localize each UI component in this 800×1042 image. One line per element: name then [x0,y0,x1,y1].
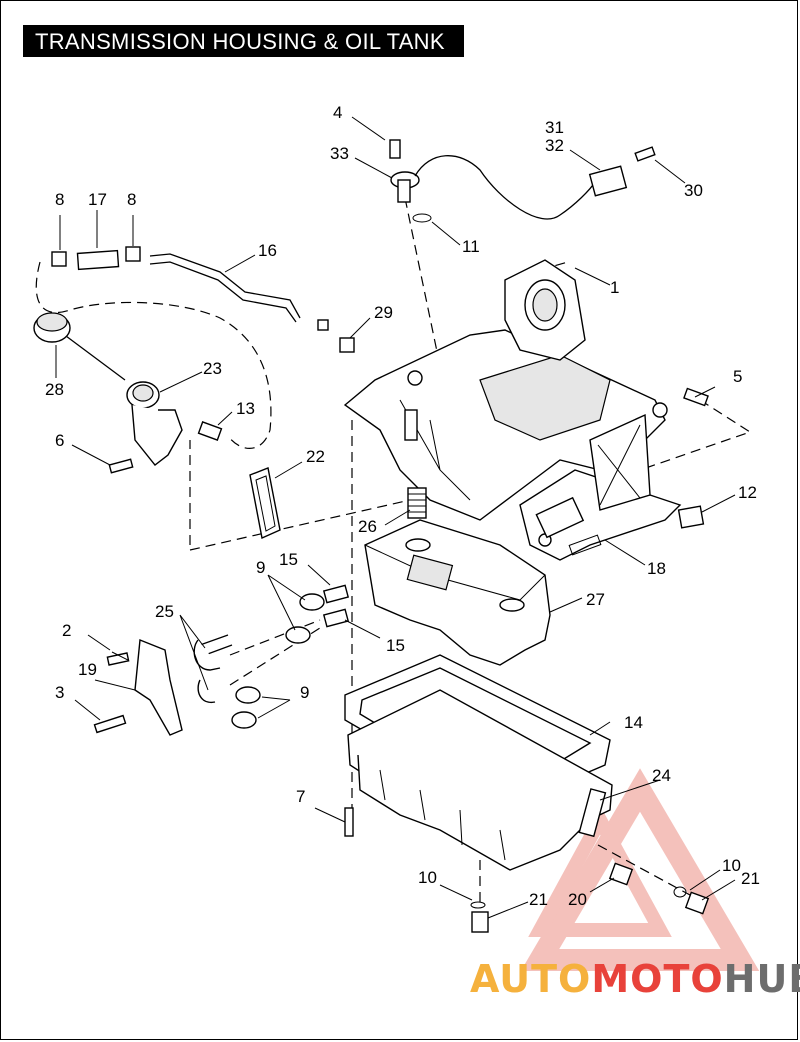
callout-labels: 1 2 3 4 5 6 7 8 8 9 9 10 10 11 12 13 14 … [45,103,760,909]
callout-22: 22 [306,447,325,466]
fastener-parts [93,387,710,933]
watermark-moto: MOTO [591,957,723,1001]
callout-32: 32 [545,136,564,155]
gasket-part [249,467,281,539]
sensor-assembly [389,139,656,223]
callout-6: 6 [55,431,64,450]
transmission-housing [343,259,682,561]
svg-text:AUTOMOTOHUB: AUTOMOTOHUB [470,957,800,1001]
callout-10a: 10 [418,868,437,887]
callout-2: 2 [62,621,71,640]
callout-7: 7 [296,787,305,806]
callout-28: 28 [45,380,64,399]
callout-21a: 21 [529,890,548,909]
callout-8a: 8 [55,190,64,209]
watermark-hub: HUB [724,957,800,1001]
callout-23: 23 [203,359,222,378]
callout-13: 13 [236,399,255,418]
callout-8b: 8 [127,190,136,209]
callout-21b: 21 [741,869,760,888]
callout-9b: 9 [300,683,309,702]
oil-cap-dipstick [33,312,126,381]
callout-12: 12 [738,483,757,502]
callout-18: 18 [647,559,666,578]
filler-neck [126,381,183,466]
oil-tank-top [364,519,551,666]
oil-pan [347,689,613,871]
callout-3: 3 [55,683,64,702]
callout-14: 14 [624,713,643,732]
leader-lines [55,116,736,919]
callout-17: 17 [88,190,107,209]
oil-hose-assembly [51,246,355,353]
watermark-text: AUTOMOTOHUB [470,957,800,1001]
watermark-auto: AUTO [470,957,591,1001]
callout-20: 20 [568,890,587,909]
callout-31: 31 [545,118,564,137]
callout-25: 25 [155,602,174,621]
callout-10b: 10 [722,856,741,875]
callout-15a: 15 [279,550,298,569]
callout-5: 5 [733,367,742,386]
callout-15b: 15 [386,636,405,655]
title-bar: TRANSMISSION HOUSING & OIL TANK [23,25,464,57]
callout-24: 24 [652,766,671,785]
callout-16: 16 [258,241,277,260]
diagram-title: TRANSMISSION HOUSING & OIL TANK [35,29,445,54]
hose-bracket-parts [134,634,233,736]
callout-4: 4 [333,103,342,122]
callout-29: 29 [374,303,393,322]
callout-9a: 9 [256,558,265,577]
callout-26: 26 [358,517,377,536]
callout-11: 11 [462,237,480,256]
spring-part [407,487,427,519]
callout-30: 30 [684,181,703,200]
callout-33: 33 [330,144,349,163]
callout-19: 19 [78,660,97,679]
callout-27: 27 [586,590,605,609]
callout-1: 1 [610,278,619,297]
